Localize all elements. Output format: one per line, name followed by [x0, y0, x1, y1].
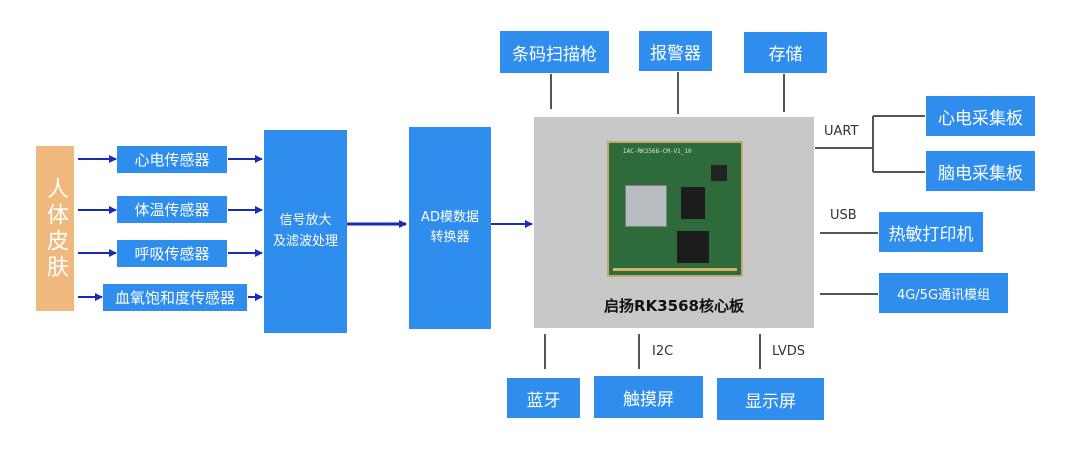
- sensor-spo2-label: 血氧饱和度传感器: [114, 289, 235, 307]
- bluetooth-label: 蓝牙: [526, 390, 561, 411]
- signal-amplifier-filter-label: 信号放大 及滤波处理: [272, 213, 338, 249]
- skin-label: 人体皮肤: [43, 176, 68, 281]
- storage: 存储: [744, 32, 827, 73]
- alarm-label: 报警器: [650, 43, 701, 64]
- board-silkscreen: IAC-RK3568-CM-V1_10: [623, 148, 692, 155]
- sensor-respiration: 呼吸传感器: [117, 240, 227, 267]
- touchscreen: 触摸屏: [594, 376, 703, 418]
- alarm: 报警器: [639, 31, 712, 71]
- signal-amplifier-filter: 信号放大 及滤波处理: [264, 130, 347, 333]
- sensor-ecg: 心电传感器: [117, 146, 227, 173]
- ad-converter: AD模数据 转换器: [409, 127, 491, 329]
- storage-label: 存储: [768, 45, 803, 65]
- sensor-temperature-label: 体温传感器: [134, 201, 210, 219]
- bluetooth: 蓝牙: [507, 378, 580, 418]
- uart-label: UART: [824, 124, 859, 139]
- board-image: IAC-RK3568-CM-V1_10: [607, 141, 743, 277]
- sensor-ecg-label: 心电传感器: [134, 151, 210, 169]
- processor-chip: [625, 185, 667, 227]
- memory-chip: [681, 187, 705, 219]
- pmic-chip: [711, 165, 727, 181]
- core-board: IAC-RK3568-CM-V1_10 启扬RK3568核心板: [534, 117, 814, 328]
- thermal-printer: 热敏打印机: [879, 212, 983, 252]
- display-screen: 显示屏: [717, 378, 824, 420]
- lvds-label: LVDS: [772, 344, 805, 359]
- eeg-acquisition-board-label: 脑电采集板: [938, 163, 1023, 184]
- sensor-respiration-label: 呼吸传感器: [134, 245, 210, 263]
- emmc-chip: [677, 231, 709, 263]
- thermal-printer-label: 热敏打印机: [888, 224, 974, 245]
- pad-row: [613, 268, 737, 271]
- skin-block: 人体皮肤: [36, 146, 74, 311]
- touchscreen-label: 触摸屏: [623, 389, 674, 410]
- ad-converter-label: AD模数据 转换器: [421, 209, 479, 245]
- barcode-scanner-label: 条码扫描枪: [512, 44, 597, 65]
- i2c-label: I2C: [652, 344, 674, 359]
- core-board-label: 启扬RK3568核心板: [604, 297, 744, 315]
- ecg-acquisition-board: 心电采集板: [926, 96, 1035, 136]
- comm-module-label: 4G/5G通讯模组: [896, 287, 991, 303]
- sensor-temperature: 体温传感器: [117, 196, 227, 223]
- sensor-spo2: 血氧饱和度传感器: [103, 284, 247, 311]
- ecg-acquisition-board-label: 心电采集板: [938, 108, 1023, 129]
- usb-label: USB: [830, 208, 857, 223]
- comm-module: 4G/5G通讯模组: [879, 273, 1008, 313]
- eeg-acquisition-board: 脑电采集板: [926, 151, 1035, 191]
- barcode-scanner: 条码扫描枪: [500, 31, 609, 73]
- display-screen-label: 显示屏: [745, 391, 796, 412]
